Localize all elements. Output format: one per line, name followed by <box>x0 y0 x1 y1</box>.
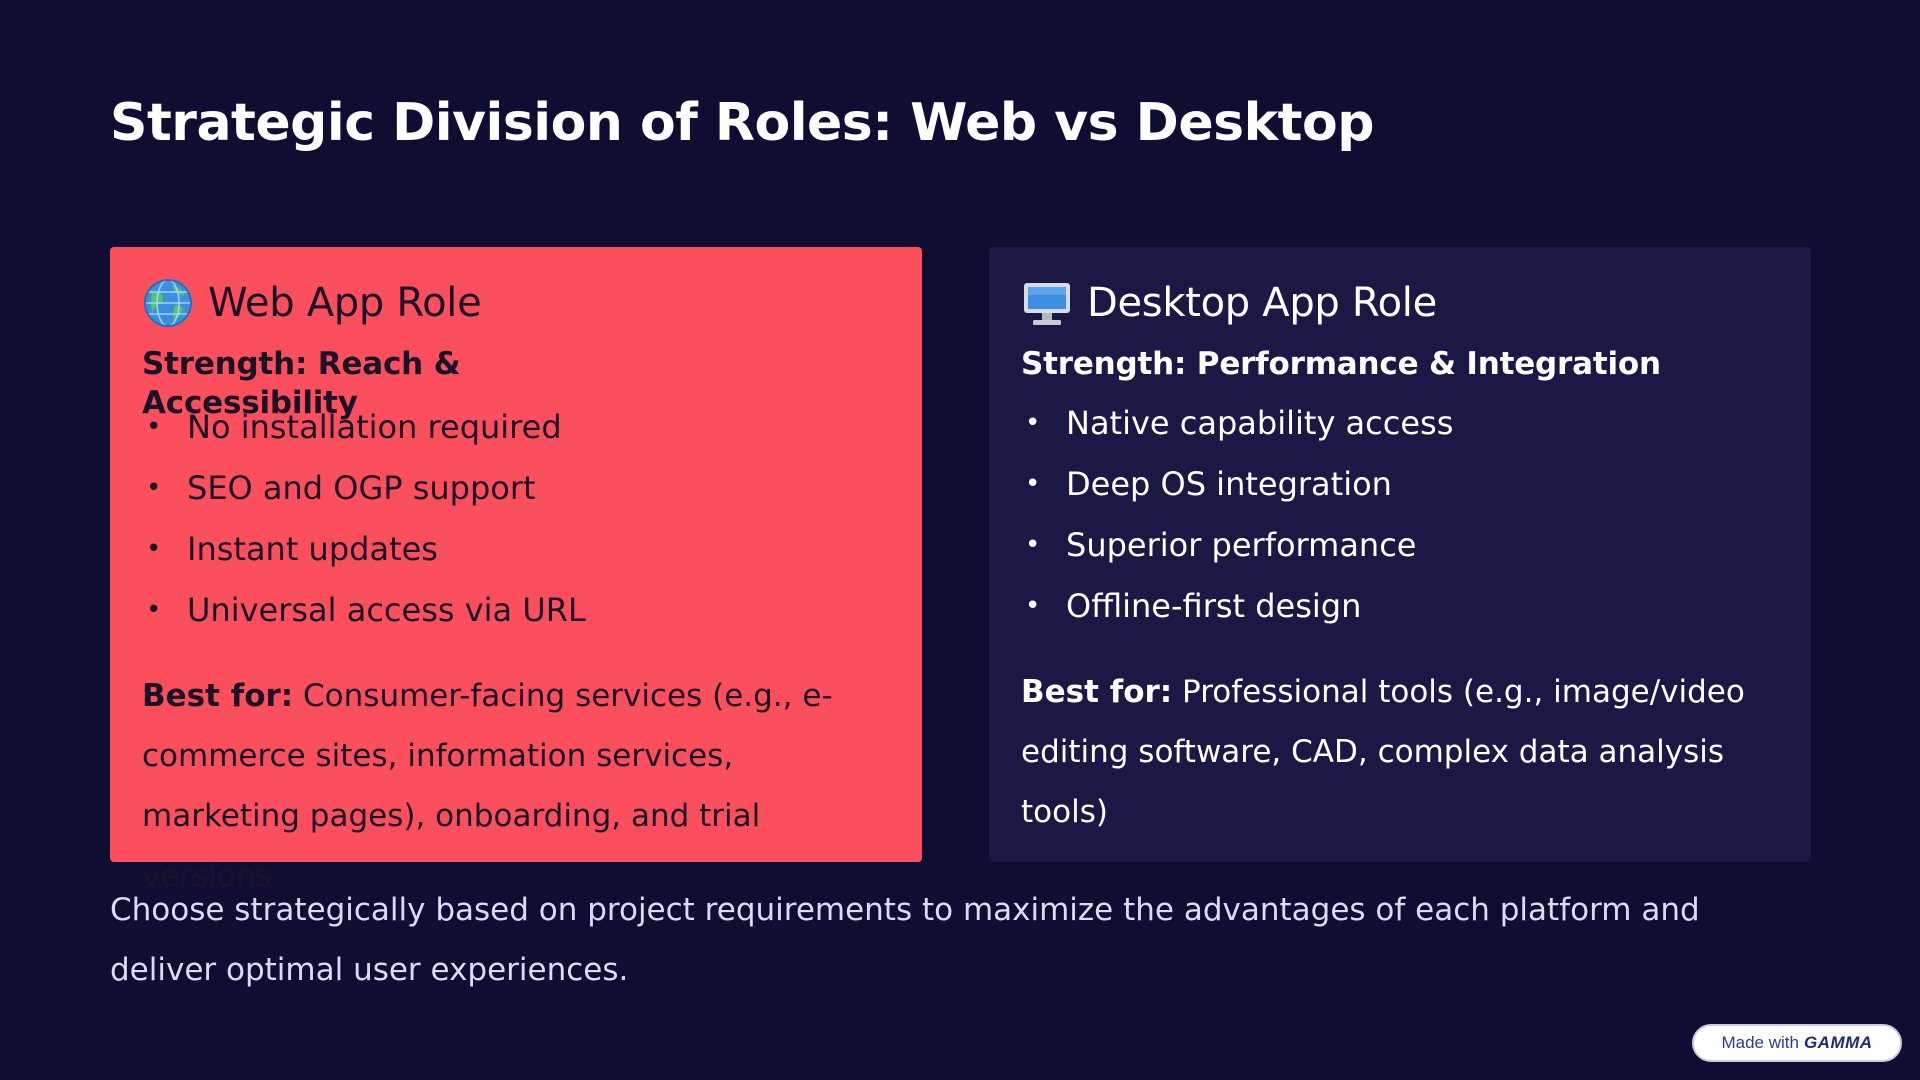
desktop-card-best-for: Best for: Professional tools (e.g., imag… <box>1021 662 1779 842</box>
globe-icon <box>142 277 194 329</box>
web-card-strength: Strength: Reach & Accessibility <box>142 346 461 421</box>
list-item: •No installation required <box>146 408 562 446</box>
desktop-card-bullet-list: •Native capability access •Deep OS integ… <box>1021 402 1779 646</box>
list-item: •Instant updates <box>146 530 438 568</box>
web-card-bullet-list: •No installation required •SEO and OGP s… <box>142 406 890 650</box>
desktop-card-strength: Strength: Performance & Integration <box>1021 346 1661 382</box>
closing-statement: Choose strategically based on project re… <box>110 892 1700 988</box>
list-item: •Offline-first design <box>1025 587 1362 625</box>
desktop-app-role-card: Desktop App Role Strength: Performance &… <box>989 247 1811 862</box>
bullet-icon: • <box>146 412 162 442</box>
best-for-text: Professional tools (e.g., image/video ed… <box>1021 674 1745 830</box>
bullet-icon: • <box>1025 530 1041 560</box>
best-for-text: Consumer-facing services (e.g., e-commer… <box>142 678 833 894</box>
badge-prefix: Made with <box>1721 1033 1799 1052</box>
desktop-computer-icon <box>1021 277 1073 329</box>
bullet-icon: • <box>146 473 162 503</box>
bullet-icon: • <box>1025 469 1041 499</box>
list-item: •Native capability access <box>1025 404 1454 442</box>
gamma-logo: GAMMA <box>1803 1033 1873 1052</box>
slide-title: Strategic Division of Roles: Web vs Desk… <box>110 93 1374 153</box>
best-for-label: Best for: <box>142 678 294 714</box>
bullet-icon: • <box>146 534 162 564</box>
bullet-icon: • <box>1025 591 1041 621</box>
web-card-best-for: Best for: Consumer-facing services (e.g.… <box>142 666 890 906</box>
list-item: •SEO and OGP support <box>146 469 536 507</box>
list-item: •Deep OS integration <box>1025 465 1392 503</box>
web-card-heading-text: Web App Role <box>208 280 482 326</box>
web-card-heading: Web App Role <box>142 277 890 329</box>
web-app-role-card: Web App Role Strength: Reach & Accessibi… <box>110 247 922 894</box>
list-item: •Superior performance <box>1025 526 1417 564</box>
bullet-icon: • <box>146 595 162 625</box>
desktop-card-heading-text: Desktop App Role <box>1087 280 1437 326</box>
bullet-icon: • <box>1025 408 1041 438</box>
made-with-gamma-badge[interactable]: Made with GAMMA <box>1692 1024 1902 1062</box>
list-item: •Universal access via URL <box>146 591 586 629</box>
desktop-card-heading: Desktop App Role <box>1021 277 1779 329</box>
best-for-label: Best for: <box>1021 674 1173 710</box>
